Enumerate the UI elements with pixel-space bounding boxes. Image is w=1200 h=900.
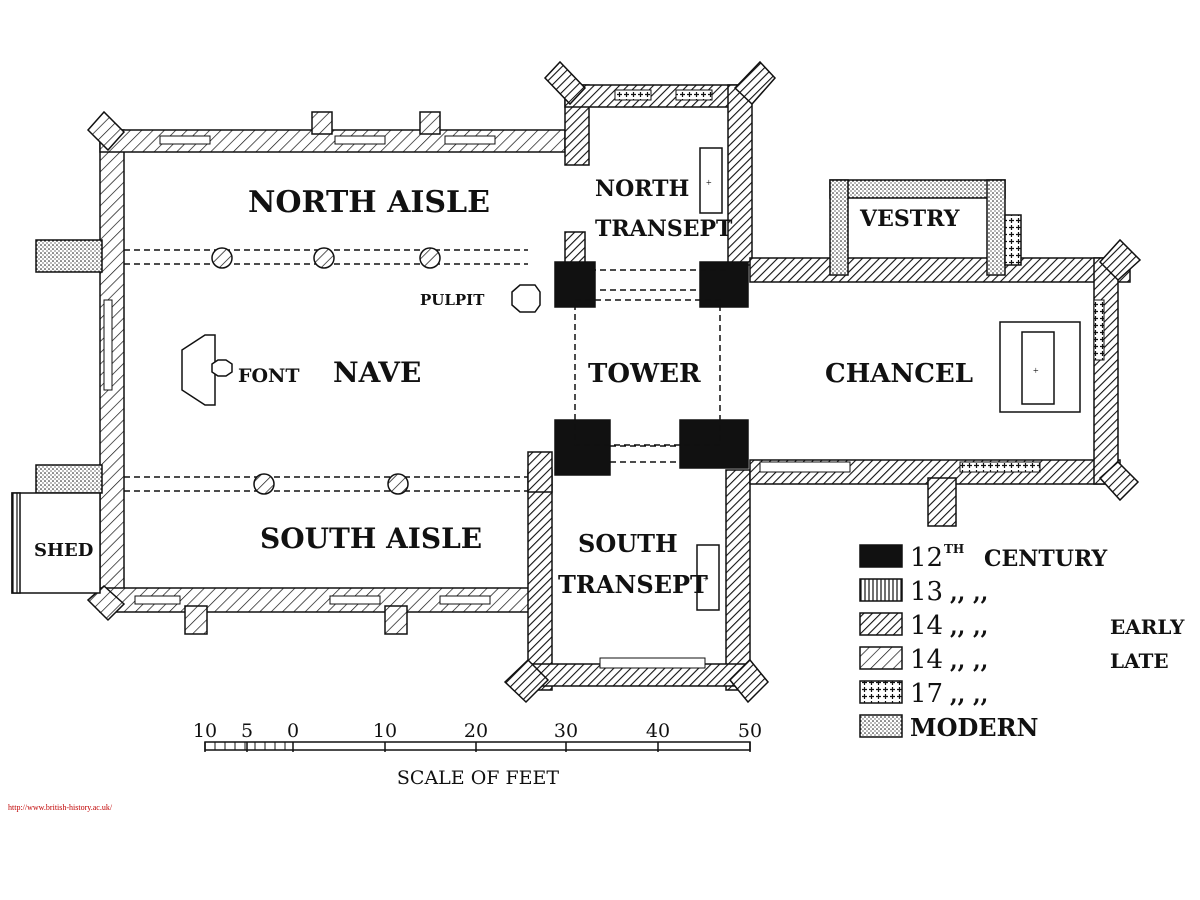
legend-extra-2: EARLY [1110,615,1185,639]
north-transept-north-wall [564,84,751,108]
pulpit-symbol [511,284,541,313]
source-link[interactable]: http://www.british-history.ac.uk/ [8,803,113,812]
scale-tick-label: 30 [554,720,578,742]
tower-se-pier [679,419,749,469]
south-transept-altar [696,544,720,611]
south-aisle-label: SOUTH AISLE [260,522,482,555]
legend-text-5: MODERN [910,713,1038,742]
legend-sup-0: TH [944,542,964,556]
nave-piers [211,247,441,495]
scale-tick-label: 50 [738,720,762,742]
legend-swatch-5 [859,714,903,738]
font-label: FONT [238,365,300,387]
south-transept-east-wall [725,469,751,691]
west-buttress-dots [35,239,103,273]
legend-text-0: CENTURY [984,546,1108,572]
nave-label: NAVE [333,356,421,389]
svg-text:+: + [703,574,709,585]
legend-swatch-4 [859,680,903,704]
legend-number-3: 14 [910,645,943,675]
south-transept-label-1: SOUTH [578,529,678,558]
legend-swatch-2 [859,612,903,636]
chancel-east-wall [1093,257,1119,485]
legend-text-4: ,, ,, [950,682,988,708]
walls: + + + [86,60,1142,704]
font-symbol [181,334,233,406]
vestry-walls [829,179,1006,199]
tower-sw-pier [554,419,611,476]
vestry-label: VESTRY [859,206,960,232]
legend-swatch-0 [859,544,903,568]
shed-structure [11,464,103,594]
svg-text:+: + [1033,366,1039,377]
legend-number-2: 14 [910,611,943,641]
svg-text:+: + [706,178,712,189]
scale-tick-label: 10 [373,720,397,742]
scale-caption: SCALE OF FEET [397,767,560,789]
legend-text-3: ,, ,, [950,648,988,674]
scale-tick-label: 20 [464,720,488,742]
scale-tick-label: 10 [193,720,217,742]
south-transept-label-2: TRANSEPT [558,570,708,599]
chancel-north-wall [749,257,1131,283]
scale-tick-label: 40 [646,720,670,742]
legend-text-1: ,, ,, [950,580,988,606]
shed-label: SHED [34,540,93,561]
chancel-label: CHANCEL [825,359,973,389]
north-transept-altar [699,147,723,214]
scale-tick-label: 5 [241,720,253,742]
legend-extra-3: LATE [1110,649,1169,673]
scale-bar-outline [204,741,751,751]
legend-number-4: 17 [910,679,943,709]
north-transept-label-1: NORTH [595,176,689,202]
legend-number-1: 13 [910,577,943,607]
legend-text-2: ,, ,, [950,614,988,640]
scale-tick-label: 0 [287,720,299,742]
south-transept-west-wall [527,469,553,691]
north-aisle-label: NORTH AISLE [248,185,490,220]
north-transept-label-2: TRANSEPT [595,216,733,242]
legend-number-0: 12 [910,543,943,573]
legend-swatch-1 [859,578,903,602]
legend-swatch-3 [859,646,903,670]
tower-label: TOWER [588,359,701,389]
pulpit-label: PULPIT [420,291,485,309]
tower-outline [574,299,721,446]
